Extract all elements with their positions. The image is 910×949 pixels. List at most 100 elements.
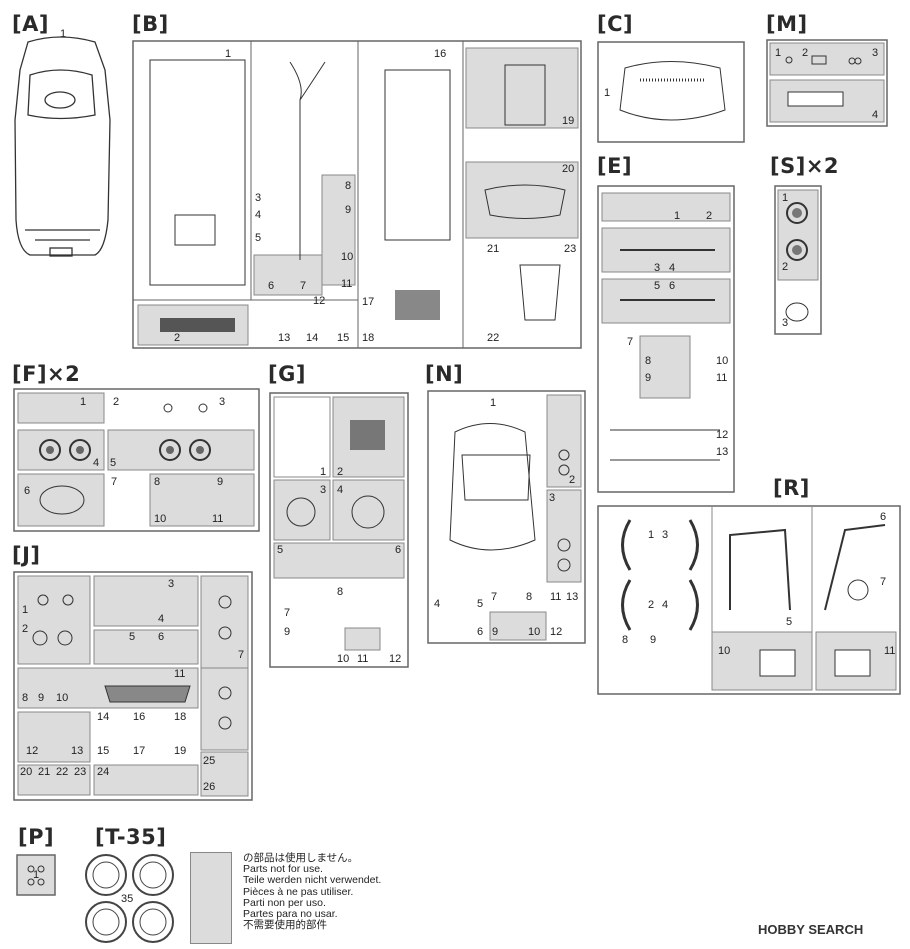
part-number: 8: [345, 180, 352, 192]
legend-line: Teile werden nicht verwendet.: [243, 874, 382, 887]
part-number: 8: [622, 634, 629, 646]
tires-t35: [85, 854, 174, 943]
sprue-label-a: [A]: [12, 12, 49, 36]
part-number: 4: [872, 109, 879, 121]
part-number: 14: [306, 332, 319, 344]
part-number: 6: [158, 631, 165, 643]
sprue-label-j: [J]: [12, 543, 41, 567]
part-number: 18: [362, 332, 375, 344]
part-number: 5: [255, 232, 262, 244]
part-number: 2: [782, 261, 789, 273]
part-number: 8: [526, 591, 533, 603]
part-number: 13: [716, 446, 729, 458]
part-number: 1: [648, 529, 655, 541]
part-number: 8: [154, 476, 161, 488]
part-number: 24: [97, 766, 110, 778]
part-number: 10: [56, 692, 69, 704]
part-number: 12: [313, 295, 326, 307]
part-number: 7: [284, 607, 291, 619]
part-number: 2: [648, 599, 655, 611]
part-number: 5: [654, 280, 661, 292]
part-number: 13: [566, 591, 579, 603]
part-number: 9: [345, 204, 352, 216]
part-number: 9: [645, 372, 652, 384]
part-number: 5: [110, 457, 117, 469]
part-number: 23: [564, 243, 577, 255]
part-number: 9: [217, 476, 224, 488]
part-number: 15: [337, 332, 350, 344]
part-number: 23: [74, 766, 87, 778]
part-number: 2: [569, 474, 576, 486]
sprue-label-b: [B]: [132, 12, 169, 36]
part-number: 20: [562, 163, 575, 175]
part-number: 8: [337, 586, 344, 598]
legend-line: Partes para no usar.: [243, 908, 338, 921]
part-number: 1: [60, 28, 67, 40]
part-number: 3: [782, 317, 789, 329]
part-number: 21: [38, 766, 51, 778]
part-number: 11: [884, 645, 896, 657]
part-number: 7: [627, 336, 634, 348]
part-number: 9: [492, 626, 499, 638]
part-number: 4: [434, 598, 441, 610]
part-number: 3: [654, 262, 661, 274]
part-number: 4: [669, 262, 676, 274]
part-number: 5: [277, 544, 284, 556]
part-number: 3: [255, 192, 262, 204]
part-number: 1: [22, 604, 29, 616]
part-number: 2: [113, 396, 120, 408]
part-number: 5: [786, 616, 793, 628]
part-number: 1: [782, 192, 789, 204]
part-number: 10: [154, 513, 167, 525]
part-number: 8: [645, 355, 652, 367]
part-number: 10: [718, 645, 731, 657]
part-number: 12: [550, 626, 563, 638]
part-number: 12: [26, 745, 39, 757]
part-number: 3: [320, 484, 327, 496]
legend-line: Parti non per uso.: [243, 896, 326, 909]
sprue-label-c: [C]: [597, 12, 634, 36]
watermark: HOBBY SEARCH: [758, 922, 864, 937]
frame-n: [427, 390, 586, 644]
sprue-label-e: [E]: [597, 154, 633, 178]
part-number: 12: [716, 429, 729, 441]
not-for-use-swatch: [190, 852, 232, 944]
legend-line: Parts not for use.: [243, 863, 323, 876]
sprue-label-n: [N]: [425, 362, 464, 386]
part-number: 1: [225, 48, 232, 60]
part-number: 10: [337, 653, 350, 665]
part-number: 19: [562, 115, 575, 127]
part-number: 11: [357, 653, 369, 665]
part-number: 4: [93, 457, 100, 469]
frame-r: [597, 505, 901, 695]
part-number: 10: [341, 251, 354, 263]
frame-c: [597, 41, 745, 143]
sprue-label-t35: [T-35]: [95, 825, 167, 849]
part-number: 7: [880, 576, 887, 588]
part-number: 25: [203, 755, 216, 767]
part-number: 2: [337, 466, 344, 478]
part-number: 35: [121, 893, 134, 905]
frame-j: [13, 571, 253, 801]
part-number: 4: [158, 613, 165, 625]
part-number: 6: [880, 511, 887, 523]
part-number: 3: [168, 578, 175, 590]
part-number: 2: [22, 623, 29, 635]
part-number: 3: [219, 396, 226, 408]
part-number: 7: [491, 591, 498, 603]
part-number: 11: [174, 668, 186, 680]
part-number: 5: [129, 631, 136, 643]
frame-s: [774, 185, 822, 335]
legend-line: の部品は使用しません。: [243, 852, 359, 864]
part-number: 4: [337, 484, 344, 496]
sprue-label-m: [M]: [766, 12, 808, 36]
part-number: 8: [22, 692, 29, 704]
part-number: 15: [97, 745, 110, 757]
part-number: 6: [395, 544, 402, 556]
frame-f: [13, 388, 260, 532]
car-body-a: [14, 36, 111, 257]
part-number: 7: [111, 476, 118, 488]
part-number: 6: [477, 626, 484, 638]
part-number: 6: [268, 280, 275, 292]
